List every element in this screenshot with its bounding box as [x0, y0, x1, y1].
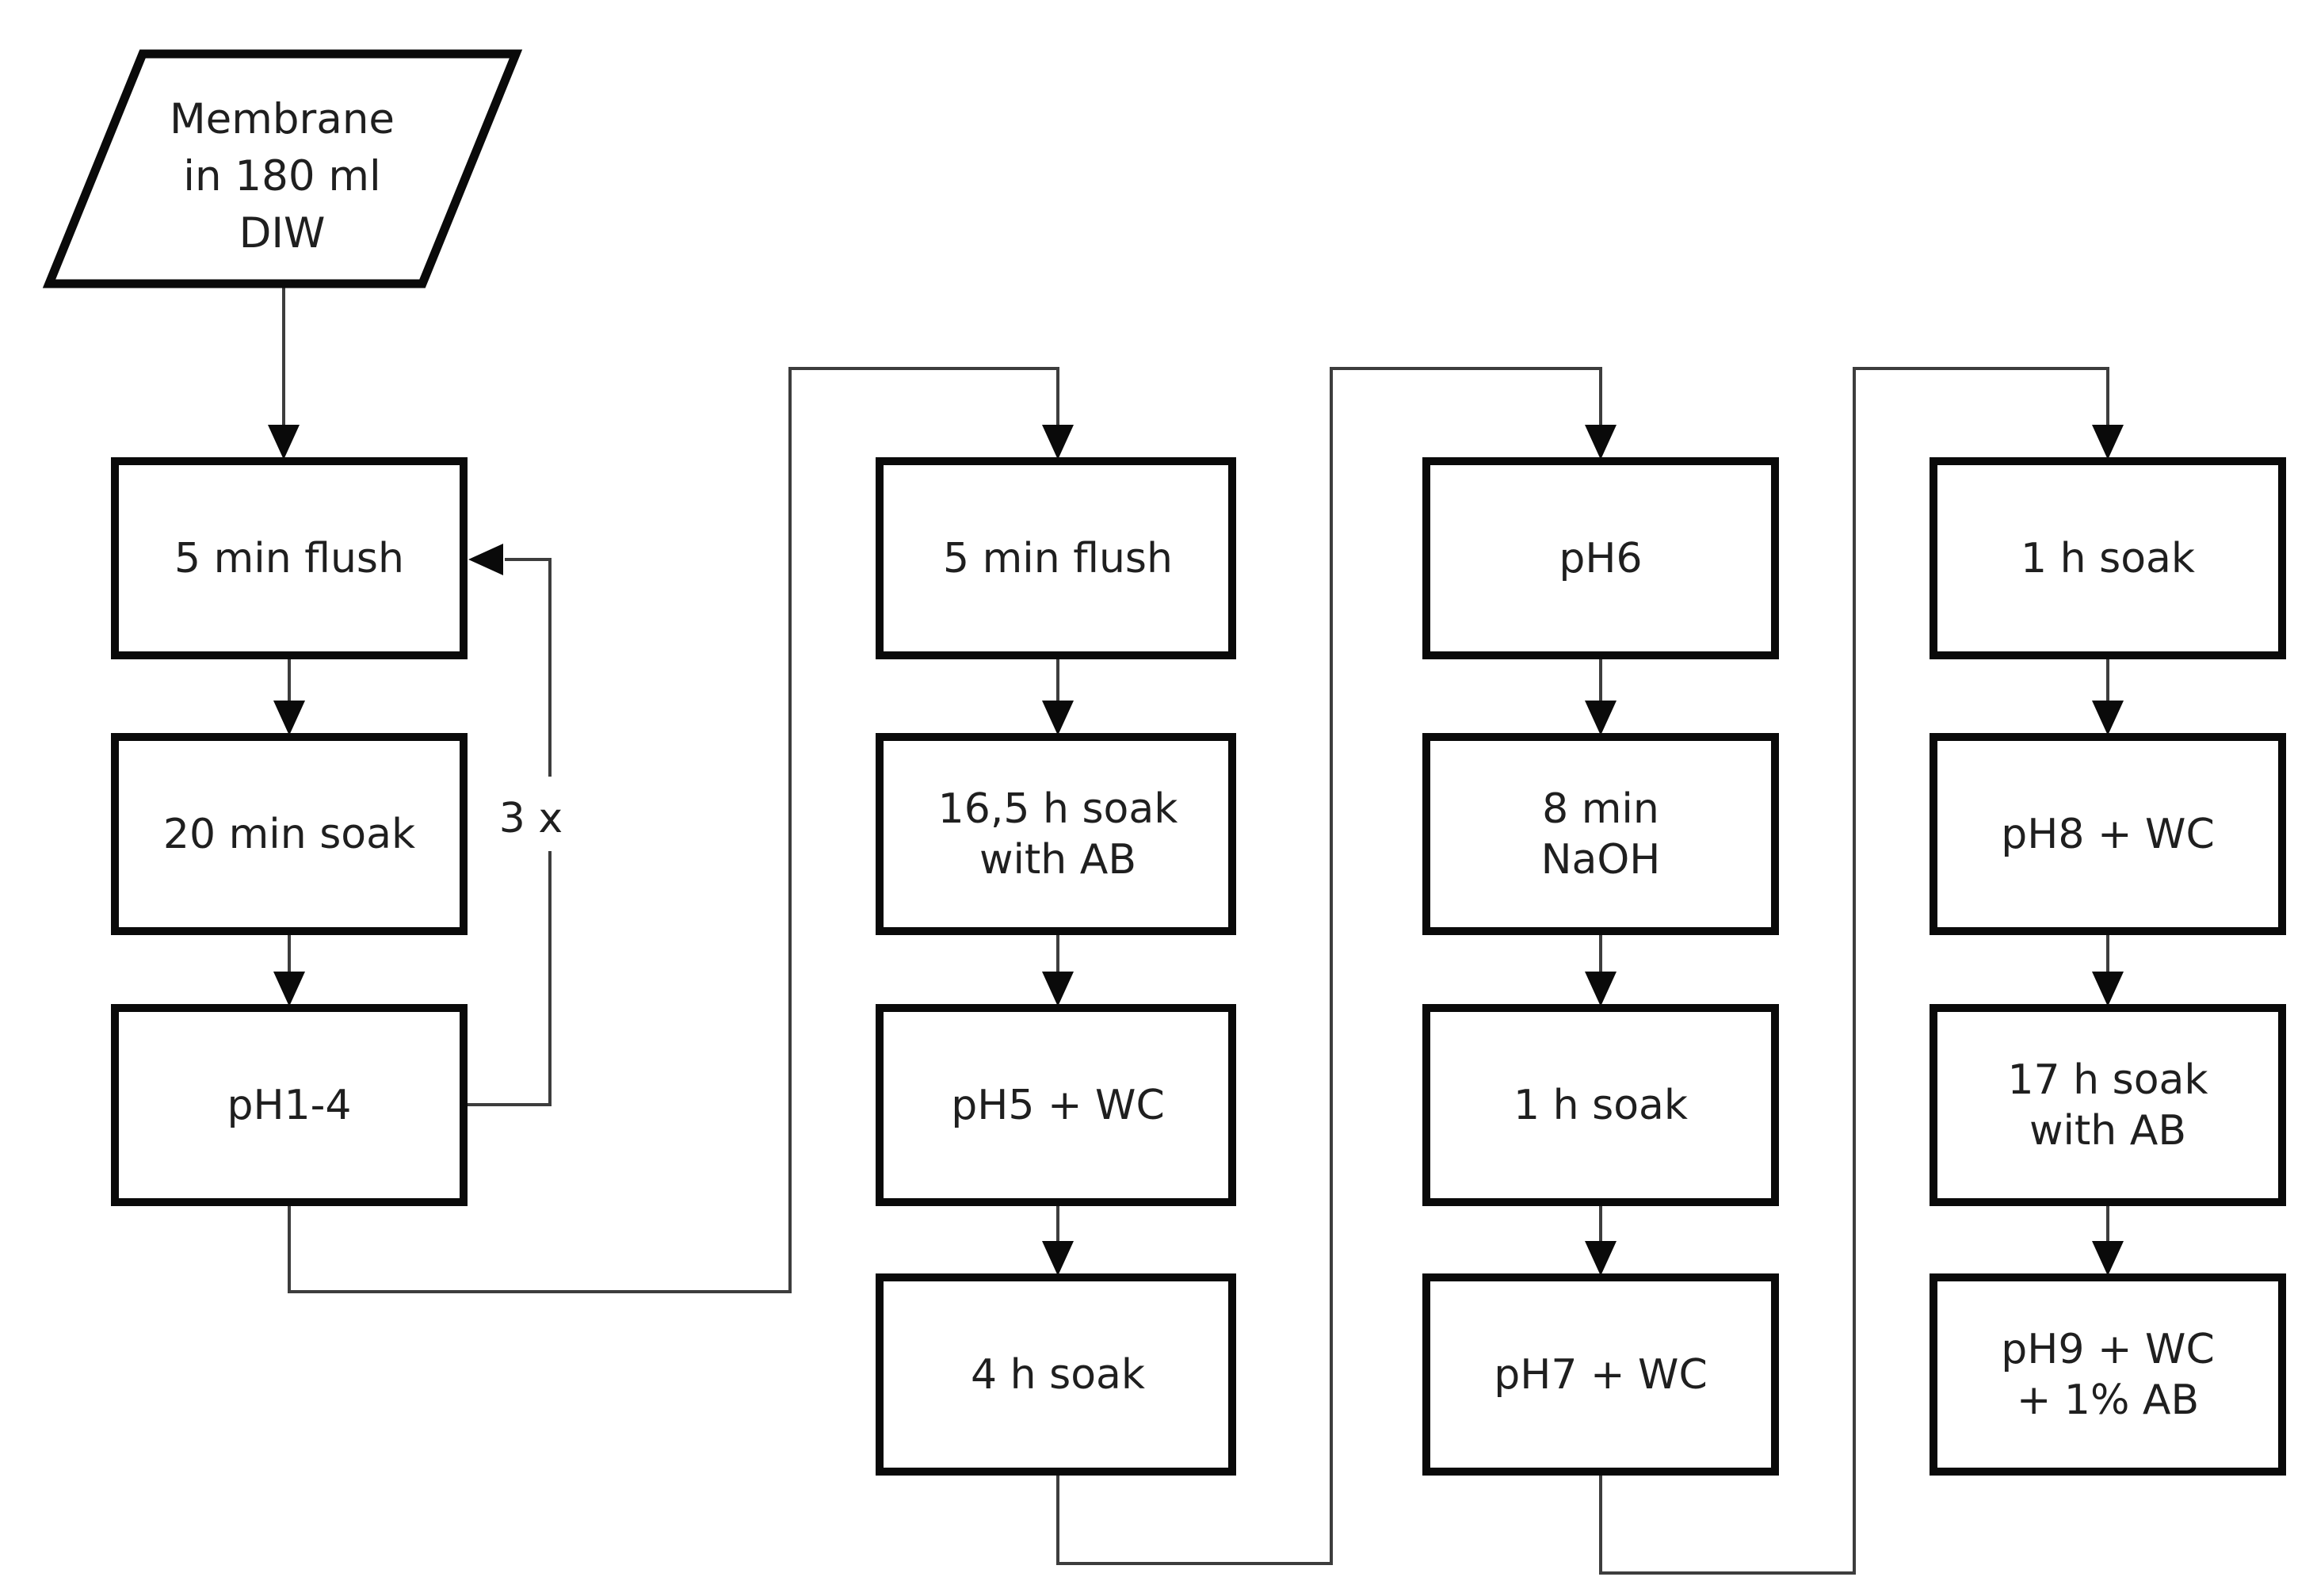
process-box-col4-step4: pH9 + WC + 1% AB [1930, 1273, 2286, 1476]
arrowhead-down-icon [2092, 1241, 2124, 1276]
arrowhead-down-icon [1042, 1241, 1074, 1276]
arrowhead-down-icon [2092, 701, 2124, 735]
arrowhead-down-icon [1042, 701, 1074, 735]
arrowhead-down-icon [1585, 701, 1617, 735]
arrow-col3-ph6-to-naoh [1585, 655, 1617, 735]
box-label: 5 min flush [174, 535, 404, 582]
box-label: 16,5 h soak [938, 785, 1178, 833]
box-label: with AB [2029, 1107, 2186, 1155]
box-label: 20 min soak [163, 811, 415, 858]
start-node: Membrane in 180 ml DIW [42, 49, 523, 288]
box-label: pH5 + WC [951, 1082, 1165, 1129]
box-label: pH8 + WC [2001, 811, 2215, 858]
box-label: + 1% AB [2017, 1376, 2199, 1424]
arrow-col3-1hsoak-to-ph7 [1585, 1202, 1617, 1276]
arrow-col4-17hsoak-to-ph9 [2092, 1202, 2124, 1276]
process-box-col4-step2: pH8 + WC [1930, 733, 2286, 935]
arrow-col1-soak-to-ph14 [273, 931, 305, 1006]
arrow-col4-ph8-to-17hsoak [2092, 931, 2124, 1006]
arrowhead-down-icon [1042, 425, 1074, 460]
loop-3x-connector: 3 x [464, 544, 580, 1106]
process-box-col3-step2: 8 min NaOH [1422, 733, 1779, 935]
box-label: 17 h soak [2007, 1056, 2208, 1104]
box-label: pH9 + WC [2001, 1326, 2215, 1373]
arrowhead-down-icon [1585, 972, 1617, 1006]
arrowhead-down-icon [1585, 1241, 1617, 1276]
arrowhead-left-icon [468, 544, 503, 575]
arrow-col2-flush-to-soak [1042, 655, 1074, 735]
box-label: pH6 [1559, 535, 1642, 582]
box-label: 8 min [1542, 785, 1659, 833]
box-label: 4 h soak [971, 1351, 1145, 1399]
process-box-col4-step1: 1 h soak [1930, 457, 2286, 659]
arrow-col2-soak-to-ph5 [1042, 931, 1074, 1006]
process-box-col4-step3: 17 h soak with AB [1930, 1004, 2286, 1206]
connector-col1-to-col2 [288, 367, 1074, 1293]
box-label: pH7 + WC [1494, 1351, 1708, 1399]
arrow-col3-naoh-to-1hsoak [1585, 931, 1617, 1006]
start-label-line: Membrane [170, 95, 395, 143]
process-box-col2-step1: 5 min flush [876, 457, 1236, 659]
process-box-col3-step3: 1 h soak [1422, 1004, 1779, 1206]
process-box-col2-step2: 16,5 h soak with AB [876, 733, 1236, 935]
box-label: NaOH [1541, 836, 1661, 884]
connector-col3-to-col4 [1599, 367, 2124, 1575]
box-label: 1 h soak [2021, 535, 2195, 582]
arrow-col2-ph5-to-4hsoak [1042, 1202, 1074, 1276]
arrow-col1-flush-to-soak [273, 655, 305, 735]
loop-count-label: 3 x [499, 795, 563, 842]
arrowhead-down-icon [2092, 972, 2124, 1006]
loop-label-background [482, 777, 580, 851]
arrowhead-down-icon [1042, 972, 1074, 1006]
process-box-col3-step4: pH7 + WC [1422, 1273, 1779, 1476]
process-box-col2-step4: 4 h soak [876, 1273, 1236, 1476]
box-label: pH1-4 [227, 1082, 351, 1129]
start-label-line: in 180 ml [183, 152, 381, 200]
start-parallelogram [42, 49, 523, 288]
arrowhead-down-icon [273, 701, 305, 735]
arrowhead-down-icon [1585, 425, 1617, 460]
process-box-col2-step3: pH5 + WC [876, 1004, 1236, 1206]
arrow-start-to-col1-flush [268, 284, 300, 460]
arrowhead-down-icon [268, 425, 300, 460]
arrowhead-down-icon [273, 972, 305, 1006]
process-box-col1-step3: pH1-4 [111, 1004, 468, 1206]
process-box-col1-step1: 5 min flush [111, 457, 468, 659]
box-label: 5 min flush [943, 535, 1173, 582]
start-label-line: DIW [239, 209, 326, 258]
connector-col2-to-col3 [1056, 367, 1617, 1565]
process-box-col3-step1: pH6 [1422, 457, 1779, 659]
arrowhead-down-icon [2092, 425, 2124, 460]
process-box-col1-step2: 20 min soak [111, 733, 468, 935]
box-label: with AB [979, 836, 1136, 884]
arrow-col4-1hsoak-to-ph8 [2092, 655, 2124, 735]
box-label: 1 h soak [1513, 1082, 1688, 1129]
